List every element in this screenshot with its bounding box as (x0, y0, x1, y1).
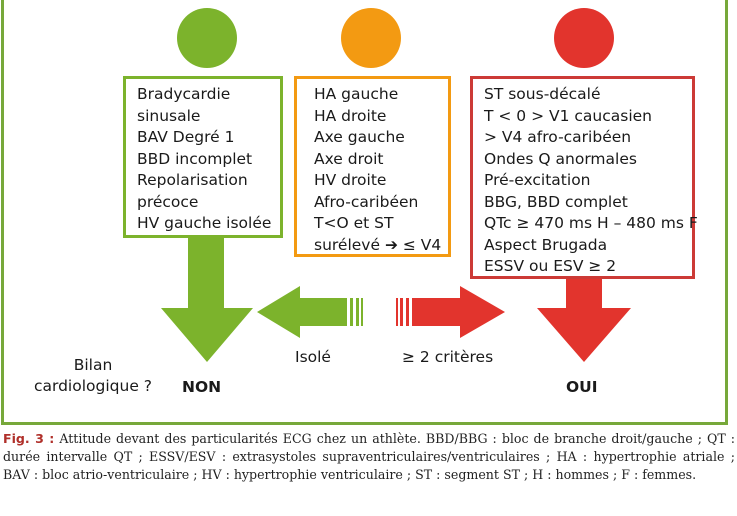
red-box-line: QTc ≥ 470 ms H – 480 ms F (484, 214, 698, 232)
green-box-line: BBD incomplet (137, 149, 253, 168)
red-box-line: ESSV ou ESV ≥ 2 (484, 257, 617, 275)
flow-diagram (161, 8, 631, 362)
orange-circle (341, 8, 401, 68)
criteres-label: ≥ 2 critères (402, 348, 494, 366)
red-box-line: T < 0 > V1 caucasien (484, 106, 653, 125)
red-box-line: > V4 afro-caribéen (484, 128, 632, 146)
green-left-arrow (257, 286, 363, 338)
figure-number: Fig. 3 : (3, 431, 55, 446)
bilan-line-1: Bilan (73, 356, 113, 374)
orange-box-line: Afro-caribéen (314, 192, 419, 211)
red-box-line: Aspect Brugada (484, 235, 608, 254)
green-down-arrow (161, 236, 253, 362)
green-box-line: sinusale (137, 106, 201, 125)
orange-box-line: Axe gauche (314, 128, 405, 146)
bilan-line-2: cardiologique ? (33, 377, 153, 395)
green-box-line: Repolarisation (137, 171, 248, 189)
red-box-line: ST sous-décalé (484, 85, 601, 103)
red-box-line: Ondes Q anormales (484, 149, 637, 168)
green-box-line: HV gauche isolée (137, 214, 272, 232)
diagram-frame (1, 0, 728, 425)
figure-caption: Fig. 3 : Attitude devant des particulari… (3, 430, 735, 484)
caption-text: Attitude devant des particularités ECG c… (3, 431, 735, 482)
orange-box-line: surélevé ➔ ≤ V4 (314, 235, 442, 254)
orange-box-line: Axe droit (314, 149, 384, 168)
red-down-arrow (537, 278, 631, 362)
green-circle (177, 8, 237, 68)
non-label: NON (182, 378, 222, 396)
red-right-arrow (396, 286, 505, 338)
red-circle (554, 8, 614, 68)
red-criteria-box: ST sous-décalé T < 0 > V1 caucasien > V4 a… (470, 76, 698, 279)
red-box-line: Pré-excitation (484, 171, 591, 189)
oui-label: OUI (566, 378, 598, 396)
orange-box-line: HV droite (314, 171, 387, 189)
green-box-line: BAV Degré 1 (137, 128, 235, 146)
orange-box-line: T<O et ST (314, 214, 394, 232)
orange-box-line: HA gauche (314, 85, 399, 103)
red-box-line: BBG, BBD complet (484, 192, 628, 211)
bilan-label: Bilan cardiologique ? (28, 355, 158, 397)
isole-label: Isolé (295, 348, 331, 366)
green-box-line: précoce (137, 192, 199, 211)
orange-box-line: HA droite (314, 106, 387, 125)
green-box-line: Bradycardie (137, 85, 231, 103)
